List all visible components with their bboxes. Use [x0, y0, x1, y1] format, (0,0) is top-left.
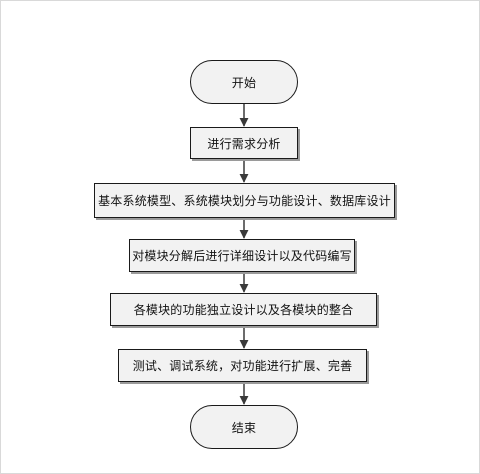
flow-step-2-label: 基本系统模型、系统模块划分与功能设计、数据库设计 — [98, 194, 391, 208]
flow-step-3: 对模块分解后进行详细设计以及代码编写 — [129, 239, 355, 272]
flow-end-label: 结束 — [231, 420, 257, 435]
flow-step-5: 测试、调试系统，对功能进行扩展、完善 — [118, 349, 367, 382]
flow-step-5-label: 测试、调试系统，对功能进行扩展、完善 — [132, 359, 353, 373]
flow-step-4: 各模块的功能独立设计以及各模块的整合 — [110, 293, 377, 326]
flow-start-label: 开始 — [231, 75, 257, 90]
flow-step-3-label: 对模块分解后进行详细设计以及代码编写 — [132, 249, 352, 263]
flow-step-1-label: 进行需求分析 — [207, 136, 281, 151]
flow-end-node: 结束 — [190, 405, 298, 449]
flow-step-2: 基本系统模型、系统模块划分与功能设计、数据库设计 — [94, 183, 395, 218]
flow-step-4-label: 各模块的功能独立设计以及各模块的整合 — [133, 303, 354, 317]
flow-start-node: 开始 — [190, 60, 298, 104]
flow-step-1: 进行需求分析 — [190, 127, 298, 159]
